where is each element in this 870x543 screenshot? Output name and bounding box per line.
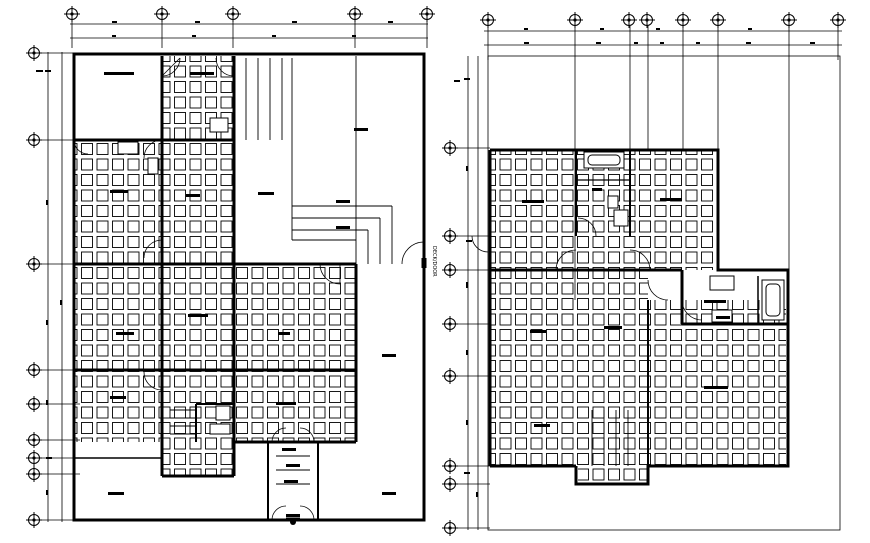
left-axis-bubbles-top: [64, 6, 435, 22]
right-top-dim-marks: [524, 28, 815, 44]
left-doors: [73, 57, 425, 521]
right-side-dim-marks: [454, 78, 478, 497]
right-stairs: [591, 410, 629, 466]
left-stairs: [170, 56, 393, 485]
right-doors: [471, 217, 703, 321]
left-tiled-floor: [74, 56, 356, 476]
right-axis-bubbles-top: [480, 12, 846, 28]
right-top-dimensions: [484, 24, 842, 300]
left-axis-bubbles-side: [26, 45, 42, 528]
left-walls: [72, 52, 427, 522]
right-fixtures: [583, 151, 785, 323]
right-axis-bubbles-side: [442, 140, 458, 536]
left-fixtures: [117, 117, 231, 435]
left-top-dimensions: [70, 18, 428, 48]
right-tiled-floor: [490, 150, 786, 484]
left-door-annotation: DECK/DOOR: [431, 246, 437, 277]
right-walls: [488, 148, 790, 486]
left-room-tags: [104, 72, 396, 517]
right-room-tags: [522, 188, 730, 427]
right-plan: [442, 12, 846, 536]
left-side-dim-marks: [36, 70, 62, 495]
left-top-dim-marks: [112, 21, 393, 37]
left-entry-marker: [286, 517, 300, 525]
left-plan: DECK/DOOR: [26, 6, 437, 528]
